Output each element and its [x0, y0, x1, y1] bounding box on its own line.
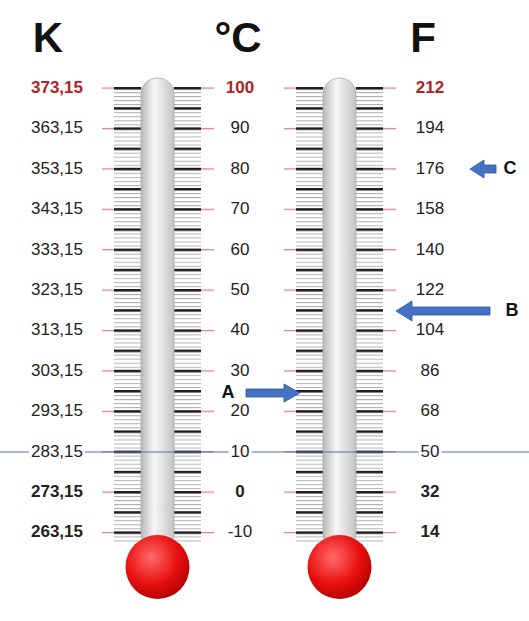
scale-value: 86: [419, 361, 442, 380]
scale-value: 303,15: [29, 361, 85, 380]
scale-value: 333,15: [29, 240, 85, 259]
pointer-letter: A: [220, 383, 237, 403]
scale-value: 20: [229, 402, 252, 421]
major-ticks: [114, 86, 141, 538]
pointer-arrow: [470, 160, 496, 178]
bulb: [308, 535, 372, 599]
scale-value: 323,15: [29, 281, 85, 300]
glass-tube: [323, 78, 356, 550]
pointer-arrow: [246, 384, 300, 402]
minor-ticks: [356, 86, 383, 544]
scale-value: 50: [419, 442, 442, 461]
scale-value: 140: [414, 240, 446, 259]
scale-value: 343,15: [29, 200, 85, 219]
major-ticks: [356, 86, 383, 538]
scale-value: -10: [226, 523, 255, 542]
major-ticks: [296, 86, 323, 538]
thermometer: [102, 78, 214, 599]
scale-value: 104: [414, 321, 446, 340]
scale-value: 50: [229, 281, 252, 300]
scale-value: 90: [229, 119, 252, 138]
minor-ticks: [296, 86, 323, 544]
scale-value: 273,15: [29, 483, 85, 502]
scale-value: 283,15: [29, 442, 85, 461]
scale-value: 32: [419, 483, 442, 502]
scale-value: 80: [229, 159, 252, 178]
scale-value: 293,15: [29, 402, 85, 421]
scale-value: 100: [224, 79, 256, 98]
bulb: [126, 535, 190, 599]
scale-value: 14: [419, 523, 442, 542]
glass-tube: [141, 78, 174, 550]
scale-value: 40: [229, 321, 252, 340]
scale-value: 60: [229, 240, 252, 259]
scale-value: 194: [414, 119, 446, 138]
pointer-arrow: [396, 301, 490, 321]
scale-value: 158: [414, 200, 446, 219]
scale-value: 353,15: [29, 159, 85, 178]
scale-value: 263,15: [29, 523, 85, 542]
thermometer: [284, 78, 396, 599]
scale-value: 313,15: [29, 321, 85, 340]
unit-heading: °C: [212, 15, 263, 61]
major-ticks: [174, 86, 201, 538]
unit-heading: K: [31, 15, 65, 61]
scale-value: 70: [229, 200, 252, 219]
minor-ticks: [174, 86, 201, 544]
scale-value: 30: [229, 361, 252, 380]
scale-value: 68: [419, 402, 442, 421]
pointer-letter: C: [502, 159, 519, 179]
unit-heading: F: [408, 15, 438, 61]
scale-value: 363,15: [29, 119, 85, 138]
scale-value: 212: [414, 79, 446, 98]
scale-value: 176: [414, 159, 446, 178]
pointer-letter: B: [504, 301, 521, 321]
scale-value: 373,15: [29, 79, 85, 98]
scale-value: 0: [233, 483, 246, 502]
scale-value: 122: [414, 281, 446, 300]
scale-value: 10: [229, 442, 252, 461]
minor-ticks: [114, 86, 141, 544]
